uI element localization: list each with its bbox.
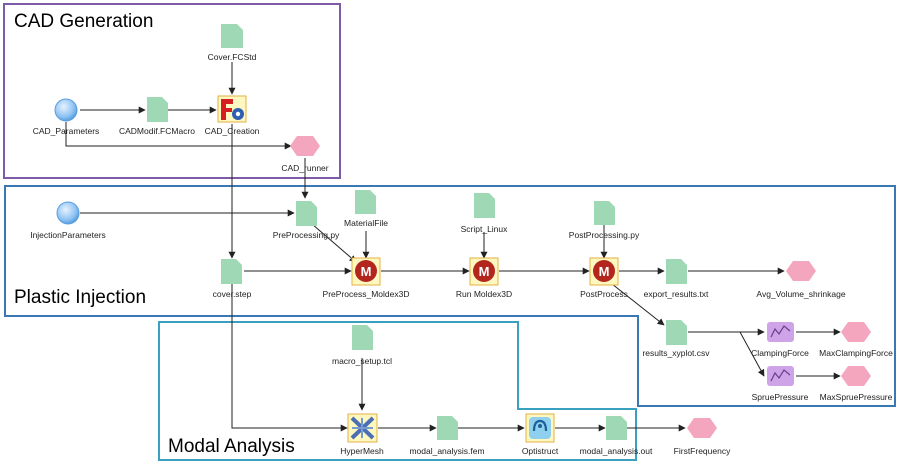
avg-volume-shrinkage-output-hex[interactable] xyxy=(786,261,816,281)
clamping-force-label: ClampingForce xyxy=(751,348,809,358)
modal-fem-file-icon[interactable] xyxy=(437,416,458,440)
materialfile-file-icon[interactable] xyxy=(355,190,376,214)
cad-runner-label: CAD_runner xyxy=(281,163,328,173)
cover-fcstd-label: Cover.FCStd xyxy=(208,52,257,62)
svg-text:M: M xyxy=(479,264,490,279)
cad-parameters-label: CAD_Parameters xyxy=(33,126,100,136)
edge-results-to-sprue-pressure xyxy=(688,331,765,377)
plastic-injection-title: Plastic Injection xyxy=(14,287,146,308)
modal-fem-label: modal_analysis.fem xyxy=(409,446,484,456)
postprocessing-file-icon[interactable] xyxy=(594,201,615,225)
svg-text:M: M xyxy=(361,264,372,279)
hypermesh-label: HyperMesh xyxy=(340,446,384,456)
max-clamping-force-label: MaxClampingForce xyxy=(819,348,893,358)
postprocess-moldex3d-icon[interactable]: M xyxy=(589,257,619,286)
cover-fcstd-file-icon[interactable] xyxy=(221,24,243,48)
plastic-injection-group xyxy=(4,185,896,407)
injection-parameters-node-icon[interactable] xyxy=(56,201,80,225)
cad-creation-freecad-icon[interactable] xyxy=(217,95,247,123)
cad-creation-label: CAD_Creation xyxy=(205,126,260,136)
cover-step-label: cover.step xyxy=(213,289,252,299)
svg-text:M: M xyxy=(599,264,610,279)
max-clamping-force-output-hex[interactable] xyxy=(841,322,871,342)
optistruct-label: Optistruct xyxy=(522,446,559,456)
preprocessing-label: PreProcessing.py xyxy=(273,230,340,240)
modal-analysis-group xyxy=(158,321,637,461)
preprocess-moldex3d-icon[interactable]: M xyxy=(351,257,381,286)
preprocess-moldex3d-label: PreProcess_Moldex3D xyxy=(323,289,410,299)
materialfile-label: MaterialFile xyxy=(344,218,388,228)
edge-cover-step-to-hypermesh xyxy=(231,284,348,432)
cad-parameters-node-icon[interactable] xyxy=(54,98,78,122)
first-frequency-output-hex[interactable] xyxy=(687,418,717,438)
edge-cad-parameters-to-cad-runner xyxy=(65,122,292,150)
cover-step-file-icon[interactable] xyxy=(221,259,242,284)
preprocessing-file-icon[interactable] xyxy=(296,201,317,226)
cad-generation-group xyxy=(3,3,341,179)
script-linux-file-icon[interactable] xyxy=(474,193,495,218)
edge-preprocessing-to-preprocess-moldex xyxy=(311,223,357,263)
sprue-pressure-plot-icon[interactable] xyxy=(767,366,794,386)
max-sprue-pressure-label: MaxSpruePressure xyxy=(820,392,893,402)
edge-postprocess-to-results-xyplot xyxy=(611,283,665,326)
cadmodif-label: CADModif.FCMacro xyxy=(119,126,195,136)
avg-volume-shrinkage-label: Avg_Volume_shrinkage xyxy=(756,289,845,299)
results-xyplot-label: results_xyplot.csv xyxy=(642,348,710,358)
max-sprue-pressure-output-hex[interactable] xyxy=(841,366,871,386)
postprocessing-label: PostProcessing.py xyxy=(569,230,640,240)
modal-out-file-icon[interactable] xyxy=(606,416,627,440)
clamping-force-plot-icon[interactable] xyxy=(767,322,794,342)
modal-out-label: modal_analysis.out xyxy=(580,446,653,456)
run-moldex3d-icon[interactable]: M xyxy=(469,257,499,286)
postprocess-label: PostProcess xyxy=(580,289,628,299)
script-linux-label: Script_Linux xyxy=(461,224,509,234)
cad-generation-title: CAD Generation xyxy=(14,11,153,32)
run-moldex3d-label: Run Moldex3D xyxy=(456,289,512,299)
cadmodif-file-icon[interactable] xyxy=(147,97,168,122)
export-results-file-icon[interactable] xyxy=(666,259,687,284)
first-frequency-label: FirstFrequency xyxy=(674,446,731,456)
optistruct-icon[interactable] xyxy=(525,413,555,443)
macro-setup-file-icon[interactable] xyxy=(352,325,373,350)
modal-analysis-title: Modal Analysis xyxy=(168,436,295,457)
sprue-pressure-label: SpruePressure xyxy=(752,392,809,402)
cad-runner-output-hex[interactable] xyxy=(290,136,320,156)
injection-parameters-label: InjectionParameters xyxy=(30,230,106,240)
results-xyplot-file-icon[interactable] xyxy=(666,320,687,345)
hypermesh-icon[interactable] xyxy=(347,413,378,443)
export-results-label: export_results.txt xyxy=(644,289,709,299)
macro-setup-label: macro_setup.tcl xyxy=(332,356,392,366)
